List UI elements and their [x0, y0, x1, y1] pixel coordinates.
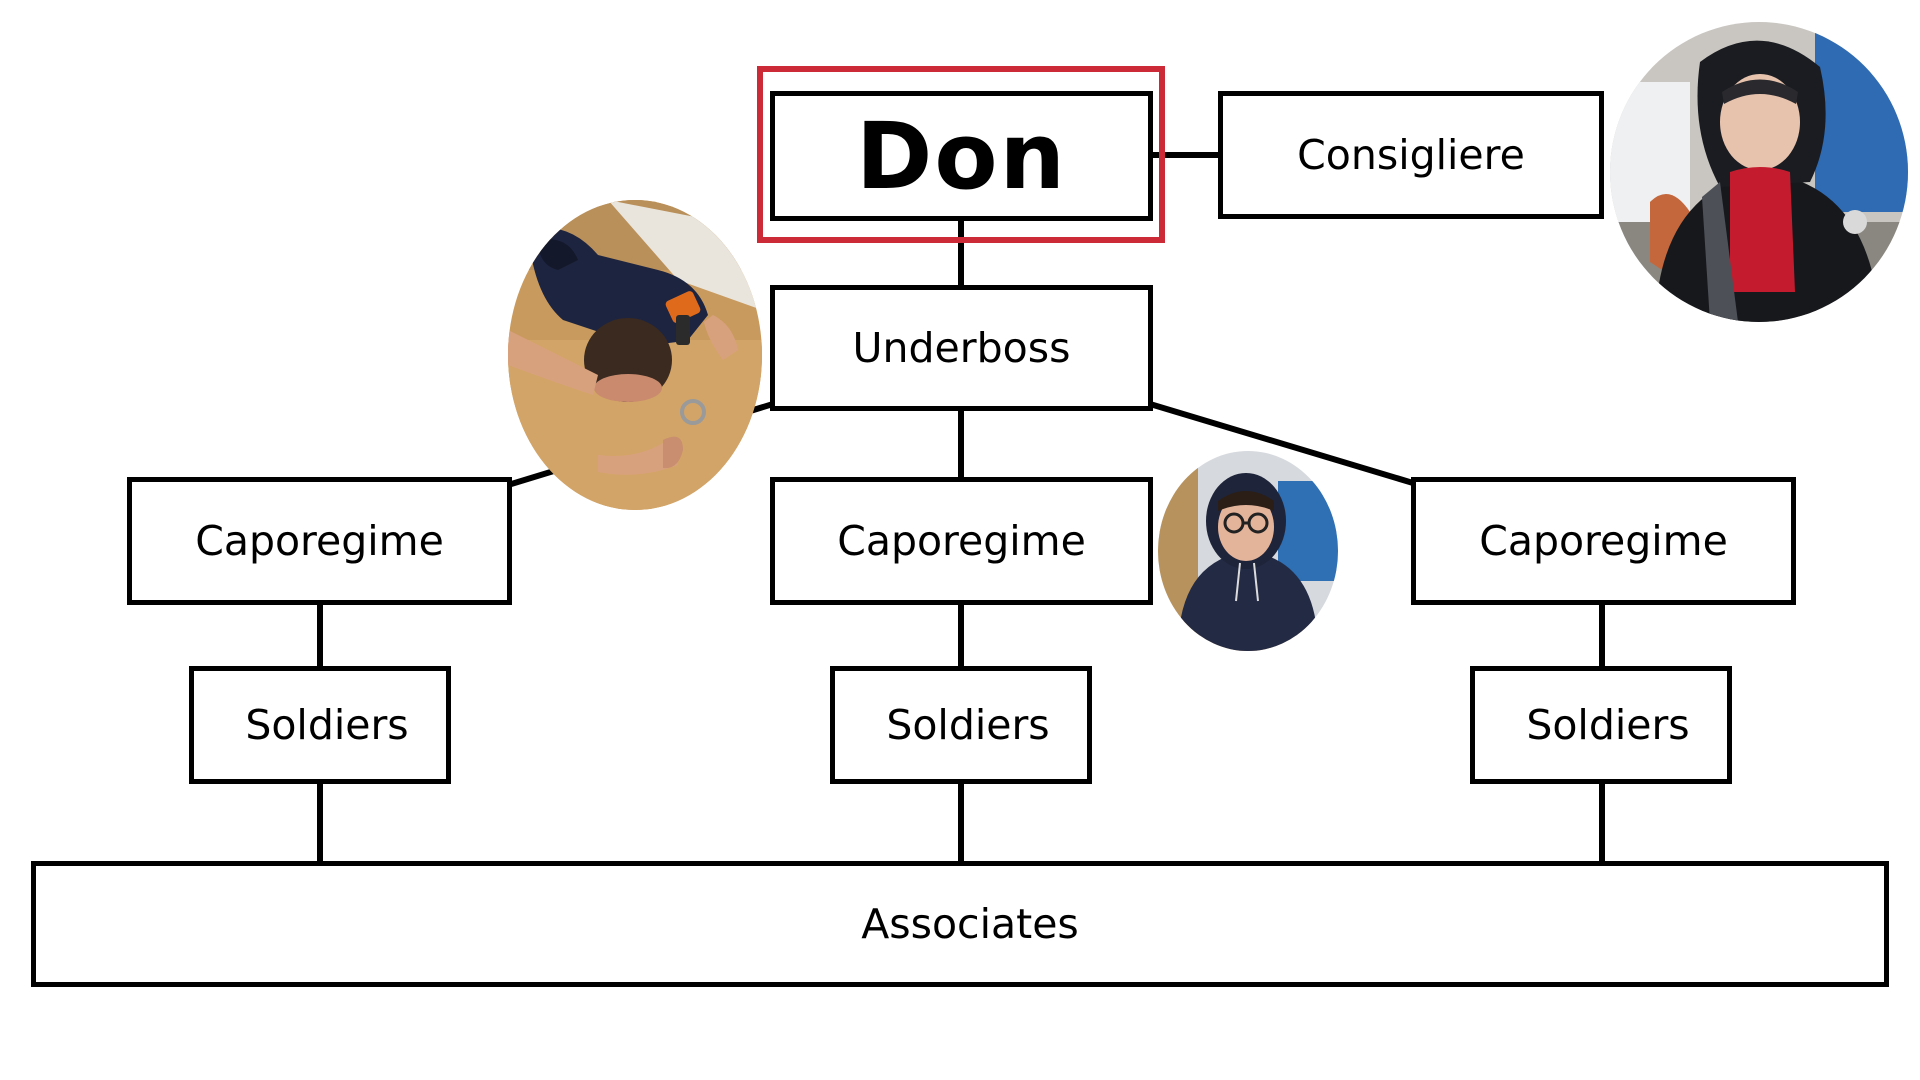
node-don: Don: [770, 91, 1153, 221]
node-caporegime-center: Caporegime: [770, 477, 1153, 605]
node-soldiers-right: Soldiers: [1470, 666, 1732, 784]
photo-person-lying-on-table: [508, 200, 762, 510]
don-highlight-frame: [757, 66, 1165, 243]
node-soldiers-left: Soldiers: [189, 666, 451, 784]
photo-person-in-hoodie: [1158, 451, 1338, 651]
node-associates: Associates: [31, 861, 1889, 987]
connector-underboss-caporegime-right: [1149, 401, 1414, 486]
node-caporegime-right: Caporegime: [1411, 477, 1796, 605]
photo-person-in-black-jacket: [1610, 22, 1908, 322]
node-underboss: Underboss: [770, 285, 1153, 411]
node-caporegime-left: Caporegime: [127, 477, 512, 605]
node-consigliere: Consigliere: [1218, 91, 1604, 219]
node-soldiers-center: Soldiers: [830, 666, 1092, 784]
